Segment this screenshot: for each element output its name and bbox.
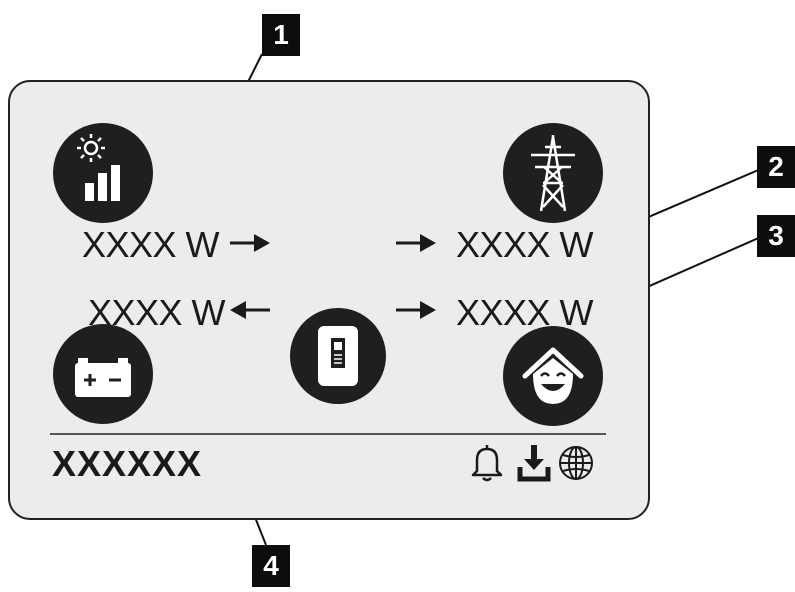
arrow-right-pv-icon	[230, 234, 270, 252]
status-icons	[465, 443, 615, 483]
bell-icon	[471, 445, 503, 482]
callout-1: 1	[262, 14, 300, 56]
download-icon	[517, 445, 551, 482]
callout-4: 4	[252, 545, 290, 587]
home-consumption-icon	[503, 326, 603, 426]
arrow-right-home-icon	[396, 301, 436, 319]
callout-2: 2	[757, 146, 795, 188]
divider	[50, 433, 606, 435]
globe-icon	[559, 446, 593, 480]
solar-production-icon	[53, 123, 153, 223]
display-panel: XXXX W XXXX W XXXX W XXXX W XXXXXX	[8, 80, 650, 520]
inverter-icon	[290, 308, 386, 404]
arrow-right-grid-icon	[396, 234, 436, 252]
grid-power-value: XXXX W	[456, 224, 594, 265]
battery-power-value: XXXX W	[88, 292, 226, 333]
power-grid-pylon-icon	[503, 123, 603, 223]
arrow-left-battery-icon	[230, 301, 270, 319]
callout-3: 3	[757, 215, 795, 257]
device-name: XXXXXX	[52, 443, 203, 484]
battery-icon	[53, 324, 153, 424]
pv-power-value: XXXX W	[82, 224, 220, 265]
home-power-value: XXXX W	[456, 292, 594, 333]
